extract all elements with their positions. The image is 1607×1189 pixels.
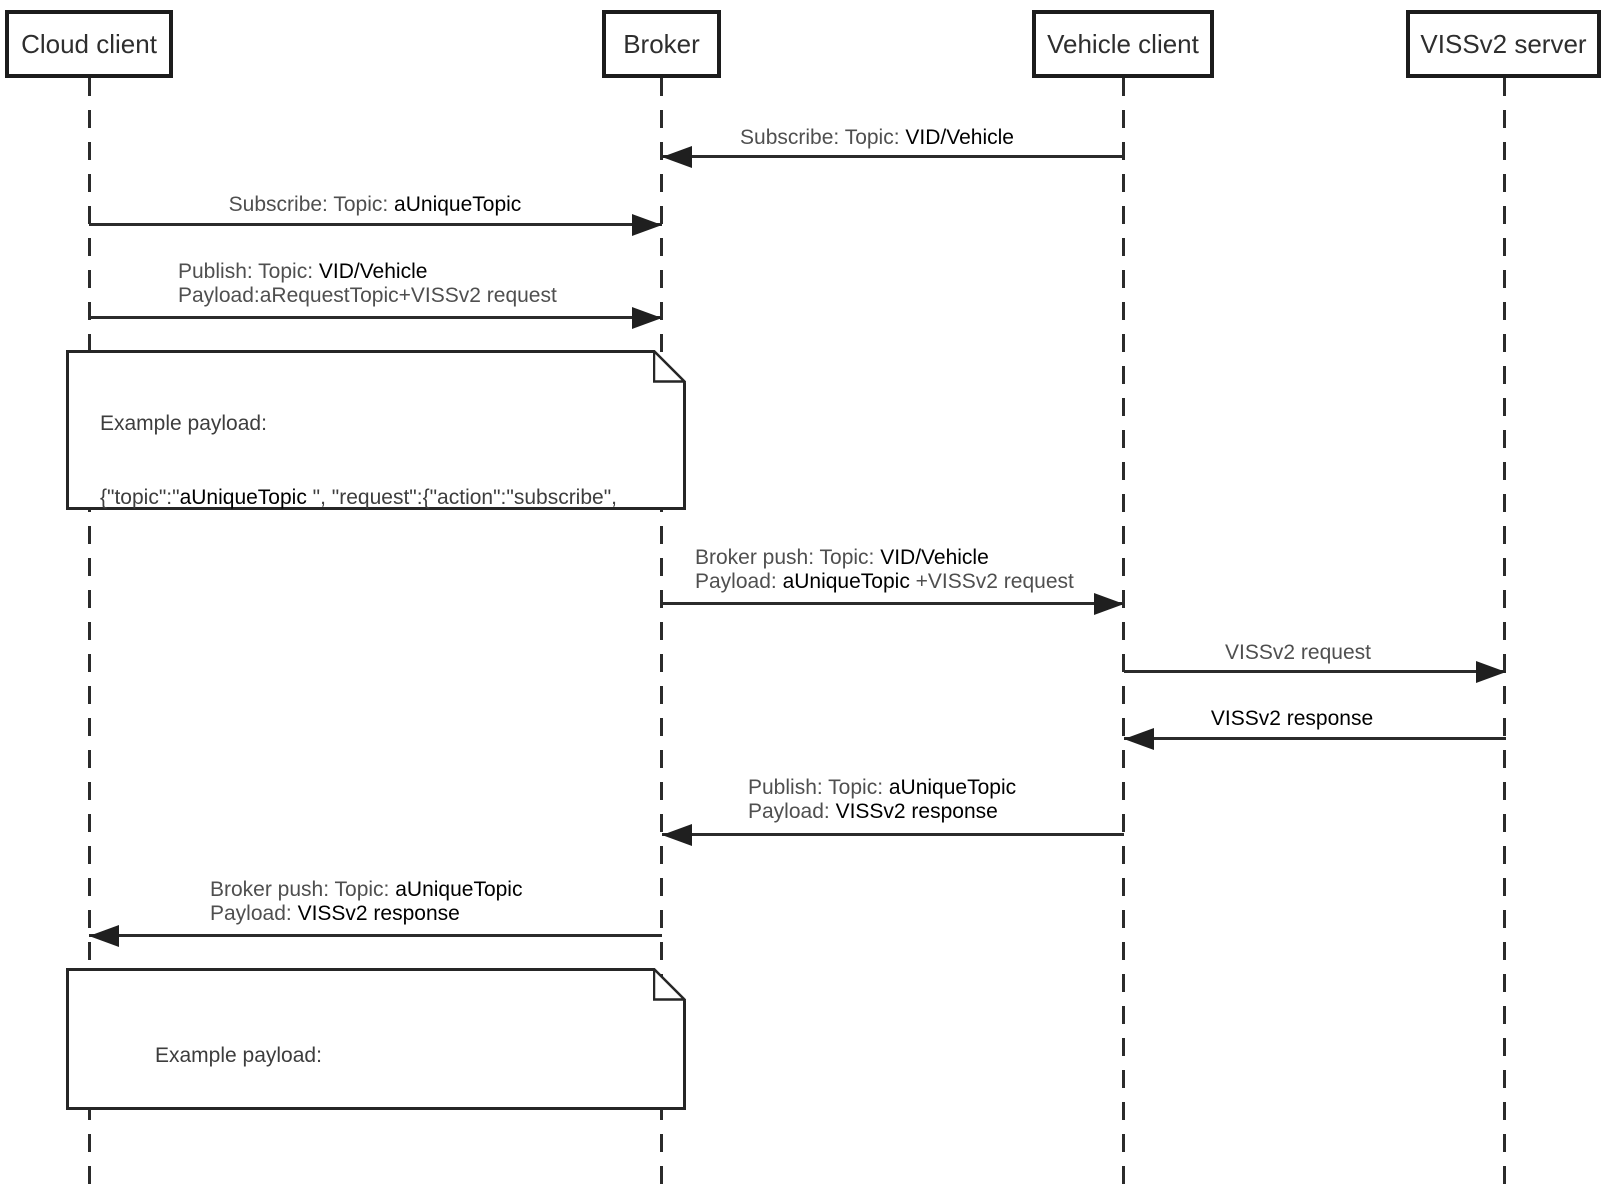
- lifeline-vehicle-client: [1122, 78, 1125, 1186]
- arrowhead-right-icon: [632, 307, 662, 329]
- message-6-label: VISSv2 response: [1210, 707, 1374, 730]
- message-5-arrow: [1124, 670, 1506, 673]
- note-fold-corner-icon: [653, 350, 686, 383]
- note-fold-corner-icon: [653, 968, 686, 1001]
- message-4-label-line1: Broker push: Topic: VID/Vehicle: [695, 546, 989, 569]
- message-7-label-line2: Payload: VISSv2 response: [748, 800, 998, 823]
- message-8-label-line1: Broker push: Topic: aUniqueTopic: [210, 878, 523, 901]
- actor-box-cloud-client: Cloud client: [5, 10, 173, 78]
- lifeline-cloud-client: [88, 78, 91, 1186]
- note-line: "filter":{"op-type":"capture", "op-value…: [100, 632, 587, 656]
- arrowhead-left-icon: [89, 925, 119, 947]
- arrowhead-left-icon: [1124, 728, 1154, 750]
- arrowhead-right-icon: [1094, 593, 1124, 615]
- message-7-label-line1: Publish: Topic: aUniqueTopic: [748, 776, 1017, 799]
- message-2-arrow: [89, 223, 662, 226]
- arrowhead-left-icon: [662, 146, 692, 168]
- lifeline-broker: [660, 78, 663, 1186]
- message-7-arrow: [662, 833, 1124, 836]
- arrowhead-left-icon: [662, 824, 692, 846]
- note-line: "path":"Vehicle/Cabin/Door/IsOpen",: [100, 559, 442, 582]
- message-3-label-line1: Publish: Topic: VID/Vehicle: [178, 260, 428, 283]
- actor-label: Cloud client: [21, 28, 157, 59]
- message-3-label-line2: Payload:aRequestTopic+VISSv2 request: [178, 284, 557, 307]
- message-6-arrow: [1124, 737, 1506, 740]
- message-3-arrow: [89, 316, 662, 319]
- note-line: "op-extra":{"period":"3"}}, "requestId":…: [100, 706, 515, 729]
- actor-box-vissv2-server: VISSv2 server: [1406, 10, 1601, 78]
- message-8-label-line2: Payload: VISSv2 response: [210, 902, 460, 925]
- message-2-label: Subscribe: Topic: aUniqueTopic: [228, 193, 522, 216]
- arrowhead-right-icon: [1476, 661, 1506, 683]
- message-4-arrow: [662, 602, 1124, 605]
- note-line: Example payload:: [155, 1044, 322, 1067]
- note-line: {"topic":"aUniqueTopic ", "request":{"ac…: [100, 485, 617, 509]
- actor-label: VISSv2 server: [1420, 28, 1587, 59]
- arrowhead-right-icon: [632, 214, 662, 236]
- note-line: Example payload:: [100, 412, 267, 435]
- message-5-label: VISSv2 request: [1225, 641, 1371, 664]
- lifeline-vissv2-server: [1503, 78, 1506, 1186]
- message-1-arrow: [662, 155, 1124, 158]
- actor-label: Broker: [623, 28, 700, 59]
- note-line: {"action":"subscription", "data":{"path"…: [155, 1117, 508, 1141]
- actor-box-broker: Broker: [602, 10, 721, 78]
- note-example-payload-request: Example payload: {"topic":"aUniqueTopic …: [66, 350, 686, 510]
- message-4-label-line2: Payload: aUniqueTopic +VISSv2 request: [695, 570, 1074, 593]
- actor-label: Vehicle client: [1047, 28, 1199, 59]
- actor-box-vehicle-client: Vehicle client: [1032, 10, 1214, 78]
- message-8-arrow: [89, 934, 662, 937]
- note-example-payload-response: Example payload: {"action":"subscription…: [66, 968, 686, 1110]
- message-1-label: Subscribe: Topic: VID/Vehicle: [740, 126, 1014, 149]
